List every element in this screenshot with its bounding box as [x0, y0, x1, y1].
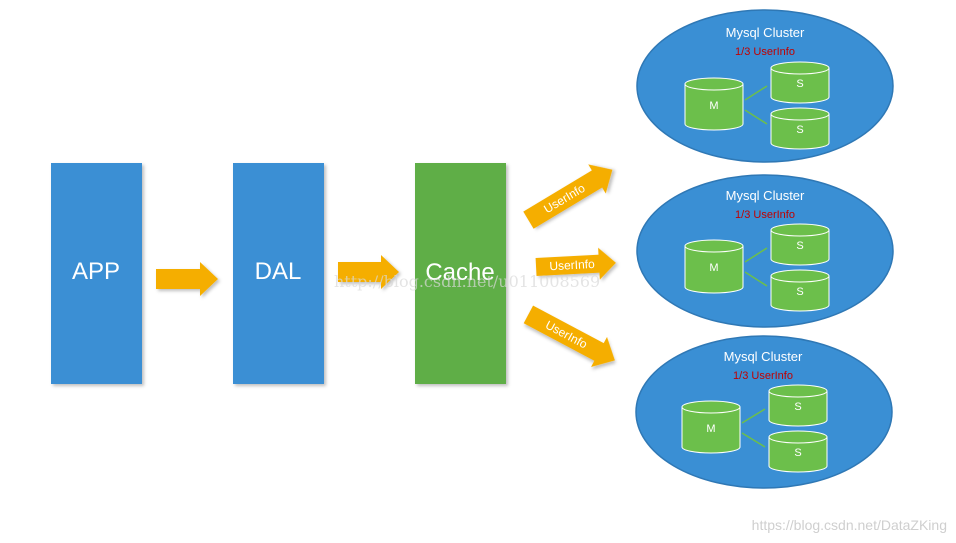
- cluster-1-slave-2-label: S: [796, 124, 803, 136]
- cluster-1-master-db: M: [684, 77, 744, 131]
- cluster-3-subtitle: 1/3 UserInfo: [733, 370, 793, 382]
- cache-box: Cache: [415, 163, 506, 384]
- cluster-2-master-db: M: [684, 239, 744, 294]
- app-box: APP: [51, 163, 142, 384]
- cluster-2-slave-db-1: S: [770, 223, 830, 266]
- cluster-3-master-label: M: [706, 423, 715, 435]
- cluster-2-slave-2-label: S: [796, 286, 803, 298]
- userinfo-arrow-2: UserInfo: [535, 247, 616, 280]
- cluster-1-subtitle: 1/3 UserInfo: [735, 46, 795, 58]
- cluster-1-title: Mysql Cluster: [726, 25, 805, 40]
- cluster-2-slave-1-label: S: [796, 240, 803, 252]
- arrow-app-to-dal: [156, 262, 218, 296]
- cluster-2-link-2: [744, 271, 768, 287]
- cluster-3-link-2: [741, 432, 766, 448]
- cache-label: Cache: [425, 259, 494, 286]
- mysql-cluster-2: Mysql Cluster 1/3 UserInfo M S S: [636, 174, 894, 328]
- watermark-text: http://blog.csdn.net/u011008569: [334, 272, 600, 291]
- cluster-3-link-1: [741, 408, 766, 424]
- cluster-3-slave-db-1: S: [768, 384, 828, 427]
- cluster-2-title: Mysql Cluster: [726, 188, 805, 203]
- mysql-cluster-1: Mysql Cluster 1/3 UserInfo M S S: [636, 9, 894, 163]
- cluster-1-slave-db-1: S: [770, 61, 830, 104]
- cluster-1-slave-1-label: S: [796, 78, 803, 90]
- cluster-1-master-label: M: [709, 100, 718, 112]
- cluster-2-slave-db-2: S: [770, 269, 830, 312]
- cluster-1-link-2: [744, 109, 768, 125]
- userinfo-arrow-3: UserInfo: [523, 305, 615, 367]
- cluster-2-link-1: [744, 247, 768, 263]
- cluster-1-link-1: [744, 85, 768, 101]
- cluster-2-master-label: M: [709, 262, 718, 274]
- dal-box: DAL: [233, 163, 324, 384]
- dal-label: DAL: [255, 258, 302, 285]
- app-label: APP: [72, 258, 120, 285]
- userinfo-arrow-1: UserInfo: [523, 164, 613, 229]
- arrow-dal-to-cache: [338, 255, 399, 289]
- cluster-3-slave-1-label: S: [794, 401, 801, 413]
- cluster-2-subtitle: 1/3 UserInfo: [735, 209, 795, 221]
- cluster-3-slave-db-2: S: [768, 430, 828, 473]
- userinfo-arrow-2-label: UserInfo: [549, 257, 595, 273]
- cluster-1-slave-db-2: S: [770, 107, 830, 150]
- cluster-3-title: Mysql Cluster: [724, 349, 803, 364]
- cluster-3-slave-2-label: S: [794, 447, 801, 459]
- credit-text: https://blog.csdn.net/DataZKing: [752, 517, 947, 533]
- cluster-3-master-db: M: [681, 400, 741, 454]
- mysql-cluster-3: Mysql Cluster 1/3 UserInfo M S S: [635, 335, 893, 489]
